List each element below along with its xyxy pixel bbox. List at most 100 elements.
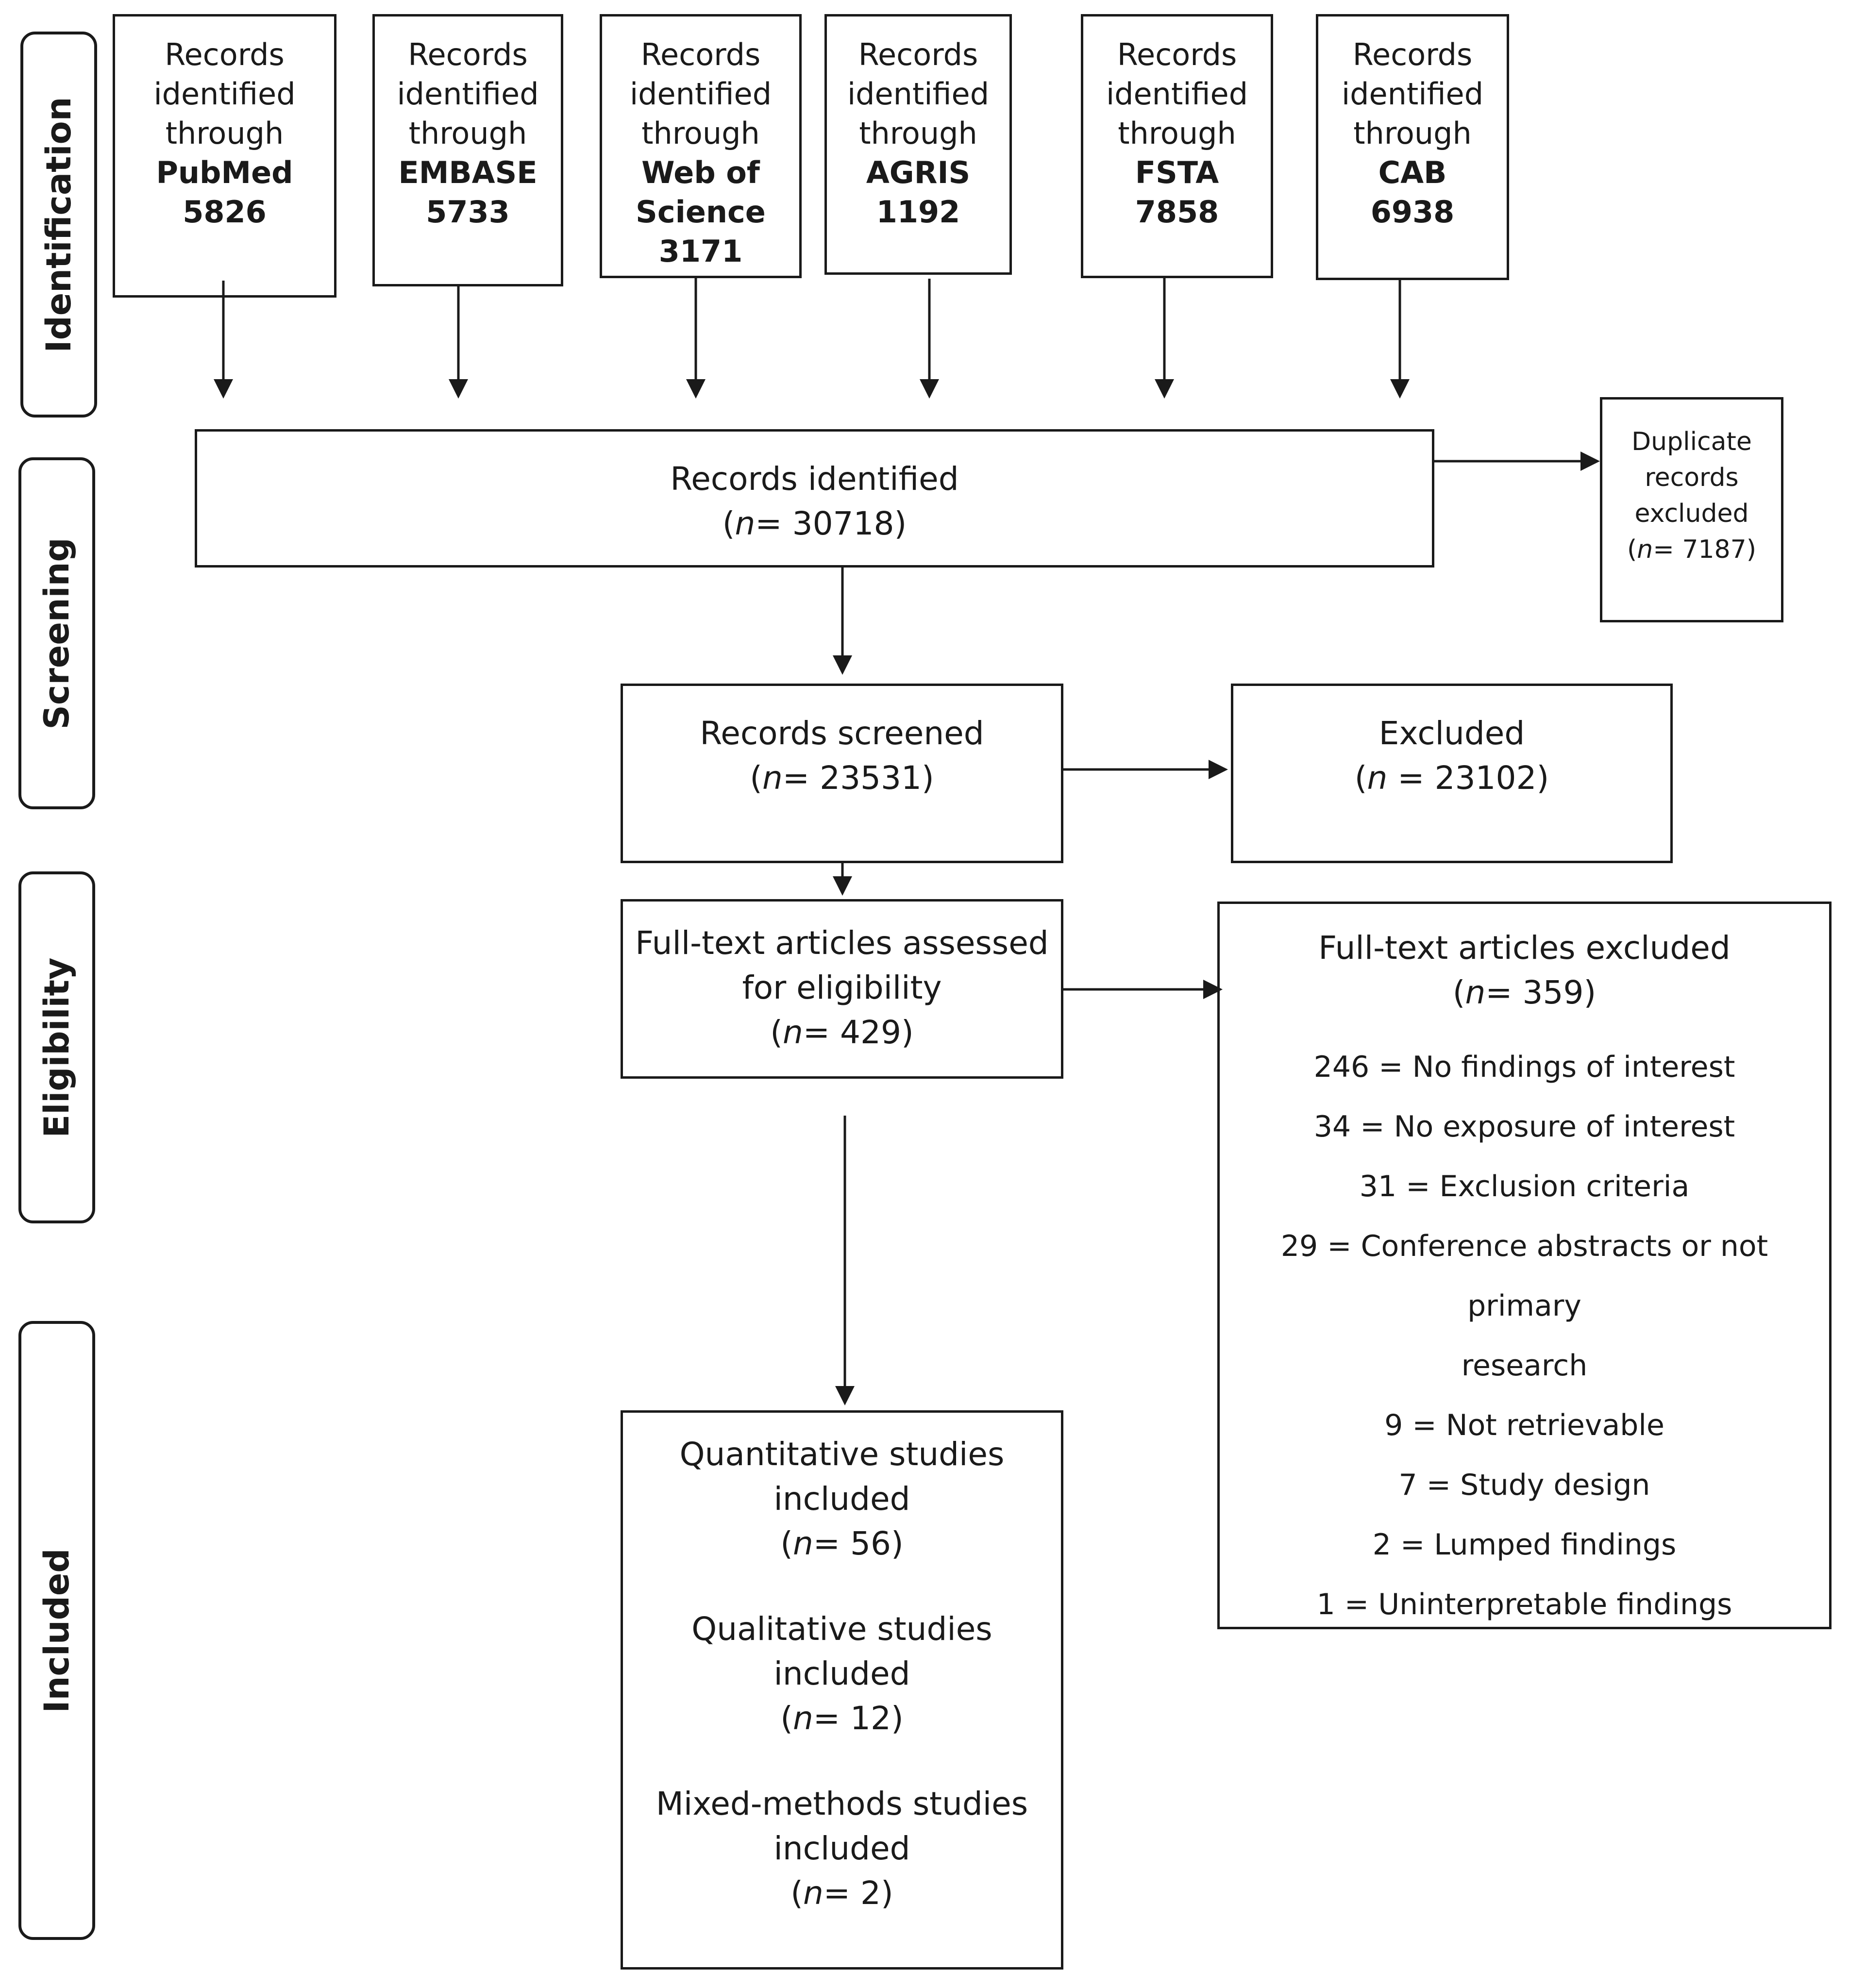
duplicates-line: excluded	[1634, 499, 1749, 528]
source-line: Records	[408, 37, 528, 72]
source-line: Records	[858, 37, 978, 72]
duplicates-excluded-box: Duplicate records excluded (n= 7187)	[1600, 397, 1783, 622]
quantitative-label: Quantitative studies	[679, 1436, 1005, 1473]
n-symbol: n	[1367, 759, 1388, 797]
source-database-name: EMBASE	[398, 155, 538, 190]
exclusion-reason: 29 = Conference abstracts or not primary	[1280, 1229, 1768, 1323]
source-box-pubmed: Records identified through PubMed 5826	[113, 14, 336, 298]
records-identified-label: Records identified	[670, 460, 959, 498]
exclusion-reason: 2 = Lumped findings	[1372, 1528, 1677, 1562]
fulltext-excluded-label: Full-text articles excluded	[1318, 929, 1731, 967]
source-line: through	[1118, 116, 1236, 151]
fulltext-count: (n= 429)	[770, 1014, 914, 1051]
exclusion-reason: 246 = No findings of interest	[1313, 1050, 1735, 1084]
n-symbol: n	[1637, 535, 1653, 564]
source-line: through	[641, 116, 760, 151]
exclusion-reason: 1 = Uninterpretable findings	[1316, 1587, 1732, 1621]
source-record-count: 5733	[426, 194, 510, 230]
duplicates-count: (n= 7187)	[1627, 535, 1756, 564]
phase-included: Included	[18, 1321, 95, 1940]
n-value: = 56)	[813, 1525, 904, 1562]
n-symbol: n	[792, 1700, 813, 1737]
n-symbol: n	[792, 1525, 813, 1562]
n-symbol: n	[1465, 974, 1486, 1011]
duplicates-line: records	[1645, 463, 1739, 492]
source-line: identified	[847, 76, 990, 112]
qualitative-label: Qualitative studies	[691, 1610, 992, 1648]
source-line: identified	[153, 76, 296, 112]
source-database-name: Web of	[641, 155, 760, 190]
source-line: identified	[1106, 76, 1248, 112]
n-value: = 2)	[823, 1874, 893, 1912]
source-record-count: 1192	[876, 194, 960, 230]
quantitative-count: (n= 56)	[780, 1525, 904, 1562]
exclusion-reasons-list: 246 = No findings of interest 34 = No ex…	[1220, 1037, 1829, 1635]
source-box-agris: Records identified through AGRIS 1192	[824, 14, 1012, 275]
n-prefix: (	[722, 505, 735, 542]
source-line: Records	[1352, 37, 1473, 72]
source-database-name: PubMed	[156, 155, 293, 190]
n-prefix: (	[750, 759, 762, 797]
fulltext-line: Full-text articles assessed	[635, 924, 1049, 962]
phase-identification: Identification	[20, 32, 97, 418]
source-line: identified	[629, 76, 772, 112]
excluded-label: Excluded	[1378, 715, 1525, 752]
included-studies-box: Quantitative studies included (n= 56) Qu…	[621, 1410, 1063, 1970]
n-value: = 23102)	[1387, 759, 1549, 797]
duplicates-line: Duplicate	[1631, 427, 1752, 456]
n-symbol: n	[782, 1014, 803, 1051]
n-symbol: n	[803, 1874, 824, 1912]
phase-screening: Screening	[18, 457, 95, 809]
source-record-count: 7858	[1135, 194, 1219, 230]
mixed-methods-label: Mixed-methods studies	[656, 1785, 1028, 1822]
exclusion-reason: 7 = Study design	[1398, 1468, 1650, 1502]
n-value: = 30718)	[755, 505, 907, 542]
source-line: Records	[1117, 37, 1237, 72]
records-screened-count: (n= 23531)	[750, 759, 934, 797]
n-prefix: (	[770, 1014, 783, 1051]
source-line: Records	[165, 37, 285, 72]
n-symbol: n	[762, 759, 783, 797]
qualitative-label-2: included	[773, 1655, 910, 1692]
exclusion-reason: 34 = No exposure of interest	[1313, 1110, 1735, 1144]
n-prefix: (	[1354, 759, 1367, 797]
source-box-web-of-science: Records identified through Web of Scienc…	[600, 14, 802, 278]
phase-eligibility: Eligibility	[18, 871, 95, 1223]
n-prefix: (	[780, 1525, 793, 1562]
source-line: identified	[1341, 76, 1484, 112]
source-record-count: 6938	[1370, 194, 1455, 230]
records-identified-box: Records identified (n= 30718)	[195, 429, 1434, 568]
exclusion-reason: 9 = Not retrievable	[1384, 1408, 1664, 1442]
fulltext-line: for eligibility	[742, 969, 942, 1006]
mixed-methods-label-2: included	[773, 1830, 910, 1867]
source-line: through	[1353, 116, 1472, 151]
records-screened-label: Records screened	[700, 715, 984, 752]
source-line: identified	[397, 76, 539, 112]
quantitative-label-2: included	[773, 1480, 910, 1518]
records-screened-box: Records screened (n= 23531)	[621, 684, 1063, 863]
source-database-name: CAB	[1378, 155, 1447, 190]
n-symbol: n	[735, 505, 756, 542]
mixed-methods-group: Mixed-methods studies included (n= 2)	[623, 1782, 1061, 1916]
n-prefix: (	[790, 1874, 803, 1912]
source-box-fsta: Records identified through FSTA 7858	[1081, 14, 1273, 278]
fulltext-excluded-count: (n= 359)	[1453, 974, 1597, 1011]
source-line: through	[859, 116, 977, 151]
n-value: = 23531)	[782, 759, 934, 797]
source-box-embase: Records identified through EMBASE 5733	[372, 14, 563, 286]
excluded-box: Excluded (n = 23102)	[1231, 684, 1673, 863]
source-line: Records	[640, 37, 761, 72]
n-value: = 359)	[1485, 974, 1597, 1011]
n-value: = 429)	[803, 1014, 914, 1051]
excluded-count: (n = 23102)	[1355, 759, 1549, 797]
source-record-count: 3171	[658, 234, 743, 269]
qualitative-group: Qualitative studies included (n= 12)	[623, 1607, 1061, 1741]
qualitative-count: (n= 12)	[780, 1700, 904, 1737]
n-prefix: (	[1627, 535, 1637, 564]
fulltext-assessed-box: Full-text articles assessed for eligibil…	[621, 899, 1063, 1079]
exclusion-reason: research	[1461, 1349, 1588, 1383]
source-database-name-2: Science	[636, 194, 766, 230]
source-database-name: AGRIS	[866, 155, 971, 190]
